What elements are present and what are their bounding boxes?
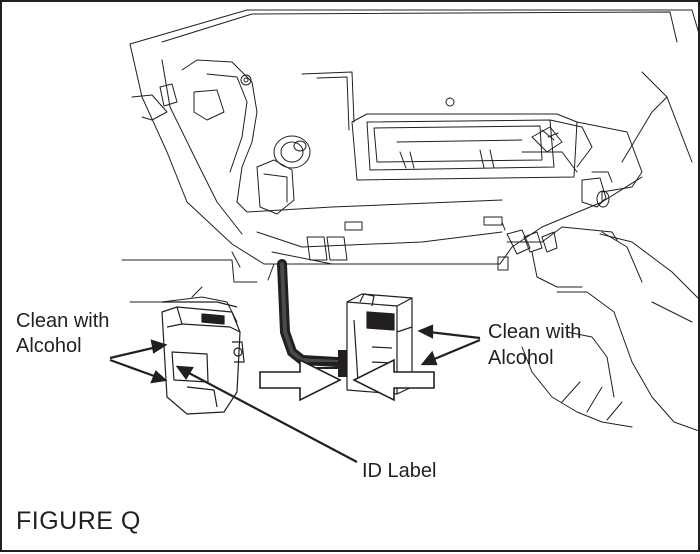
callout-leaders: [109, 324, 481, 463]
left-module: [161, 301, 245, 415]
lower-panel: [121, 259, 275, 323]
figure-caption: FIGURE Q: [16, 507, 141, 535]
wiring-harness: [277, 259, 348, 377]
hollow-arrow-left: [352, 358, 435, 402]
leader-left-clean-a: [109, 345, 158, 360]
callout-id-label: ID Label: [362, 460, 437, 482]
arrowhead-left-a: [150, 339, 168, 354]
lower-tabs: [306, 236, 509, 271]
connector-arrows: [259, 358, 435, 402]
leader-right-clean-b: [431, 338, 481, 362]
arrowhead-id-label: [175, 365, 194, 380]
leader-right-clean-a: [428, 330, 481, 340]
leader-id-label: [186, 371, 358, 463]
dashboard-panel: [129, 9, 700, 268]
leader-left-clean-b: [109, 358, 158, 379]
callout-left-clean-line1: Clean with: [16, 310, 110, 332]
arrowhead-left-b: [150, 370, 168, 384]
hollow-arrow-right: [259, 358, 342, 402]
right-bracket: [576, 71, 693, 283]
callout-left-clean-line2: Alcohol: [16, 335, 82, 357]
arrowhead-right-b: [420, 350, 438, 366]
arrowhead-right-a: [417, 324, 434, 339]
callout-right-clean-line2: Alcohol: [488, 347, 554, 369]
side-trim: [506, 226, 700, 432]
upper-module: [351, 113, 593, 181]
callout-right-clean-line1: Clean with: [488, 321, 582, 343]
